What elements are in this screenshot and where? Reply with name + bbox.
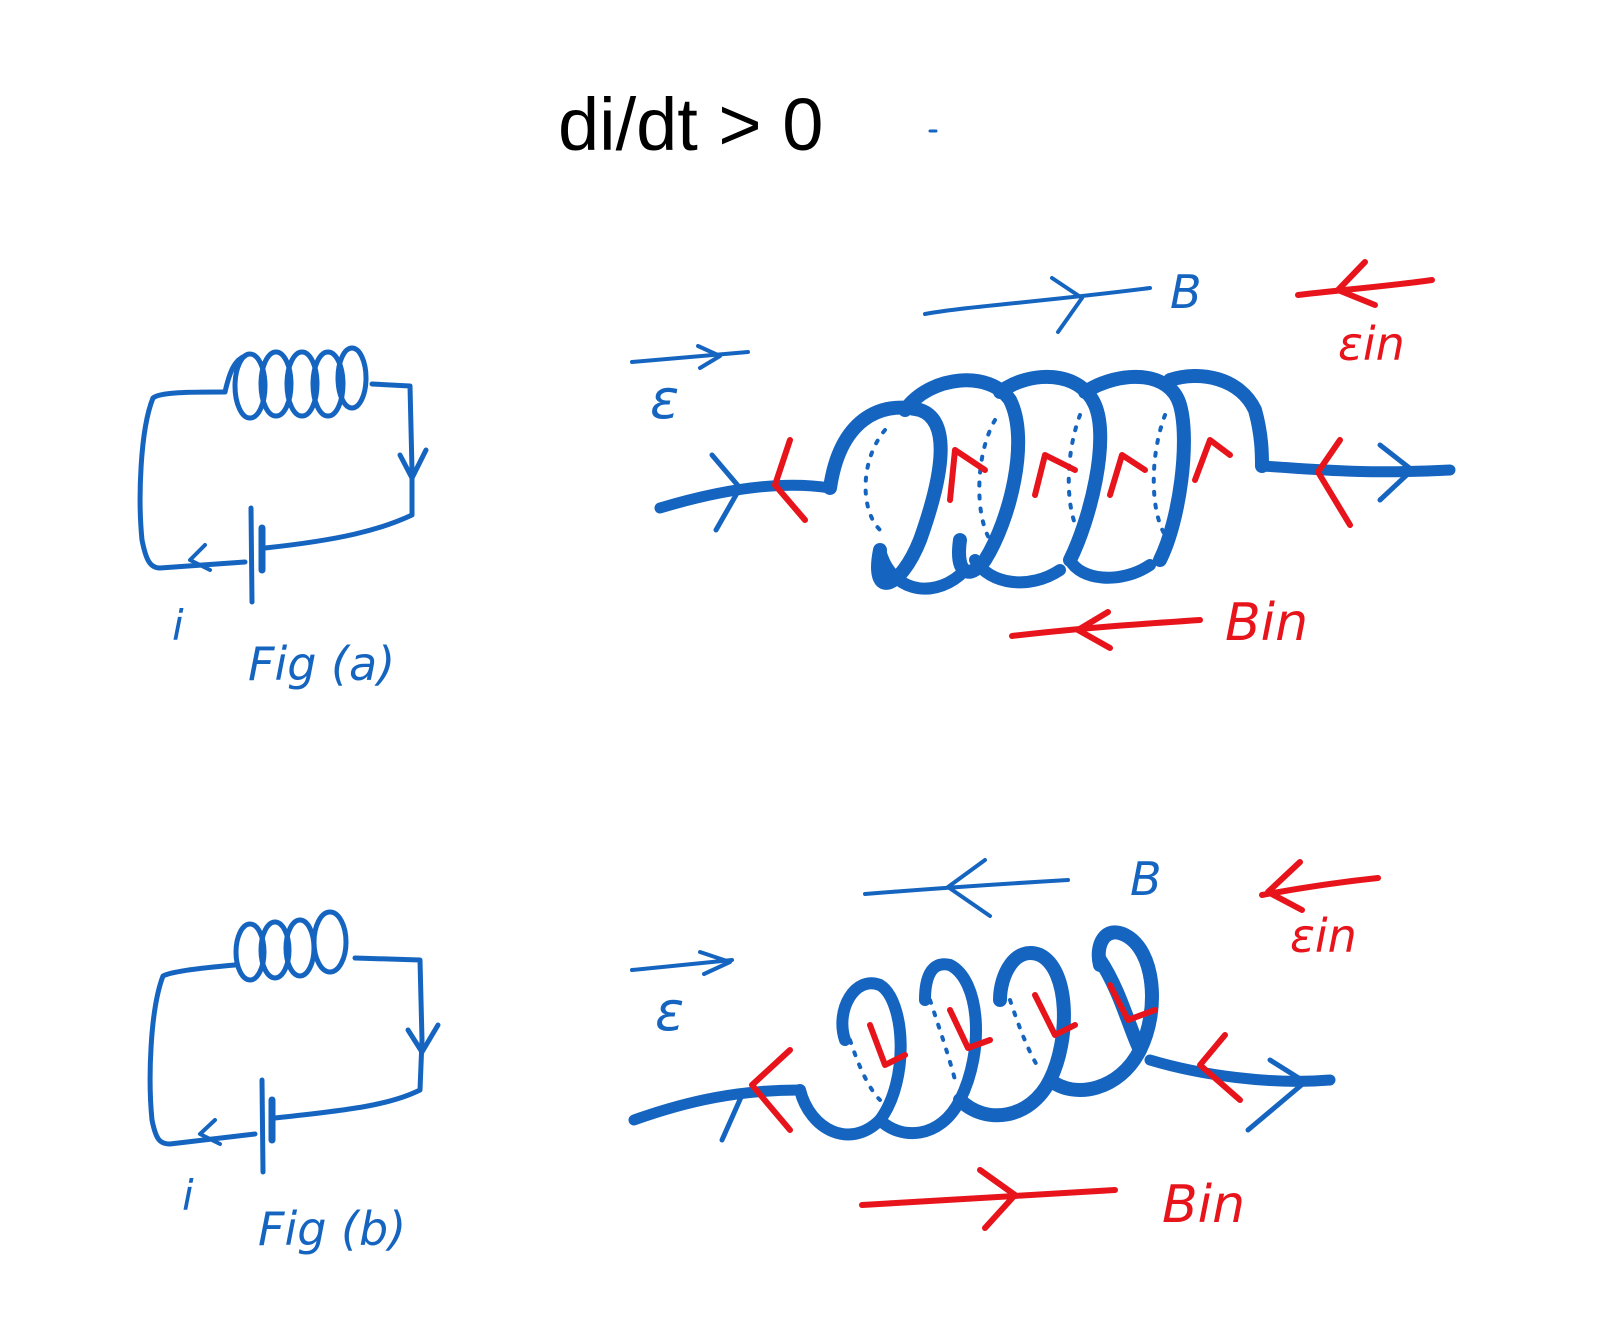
circuit-b-caption: Fig (b) [258, 1202, 406, 1256]
solenoid-b-b-arrowhead [946, 858, 992, 918]
solenoid-a-b-arrowhead [1050, 276, 1084, 334]
circuit-a-left-wire [137, 389, 248, 571]
circuit-a-caption: Fig (a) [248, 637, 395, 691]
solenoid-a-b-label: B [1170, 265, 1202, 319]
solenoid-b-induced-arrow-1 [867, 1022, 908, 1068]
solenoid-b-bin-label: Bin [1162, 1175, 1245, 1235]
solenoid-b-induced-arrow-3 [1032, 992, 1078, 1038]
solenoid-b-emf-label: ε [655, 980, 684, 1043]
solenoid-a-emf-label: ε [650, 368, 679, 431]
solenoid-a-emf-arrow-line [630, 350, 750, 364]
solenoid-a-left-lead [654, 479, 836, 514]
solenoid-a-emf-arrowhead [696, 344, 722, 370]
circuit-b-coil [233, 909, 349, 983]
solenoid-a-ein-label: εin [1338, 317, 1405, 371]
solenoid-a-induced-arrow-1 [947, 447, 988, 503]
circuit-a-bottom-arrow [188, 543, 212, 572]
solenoid-b-induced-arrow-right [1197, 1032, 1243, 1103]
solenoid-a-right-lead [1256, 460, 1456, 478]
solenoid-b-left-lead-tick [719, 1092, 745, 1143]
circuit-b-battery-long-plate [259, 1077, 266, 1175]
solenoid-b-b-label: B [1130, 852, 1162, 906]
circuit-a-current-label: i [172, 601, 184, 650]
solenoid-a-induced-arrow-3 [1107, 452, 1148, 498]
solenoid-a-induced-arrow-right [1315, 437, 1353, 528]
solenoid-a-induced-arrow-4 [1192, 437, 1233, 483]
solenoid-b-induced-arrow-2 [947, 1007, 993, 1051]
solenoid-b-emf-arrowhead [698, 950, 732, 976]
solenoid-b-ein-arrowhead [1265, 859, 1305, 913]
solenoid-b: ε B εin Bin [628, 852, 1381, 1235]
solenoid-b-bin-arrow-line [859, 1187, 1118, 1208]
solenoid-b-b-arrow-line [863, 878, 1070, 896]
circuit-a-coil [222, 345, 369, 421]
solenoid-a-ein-arrowhead [1335, 259, 1378, 308]
solenoid-b-right-lead [1144, 1054, 1336, 1087]
circuit-b-current-arrow [405, 1022, 441, 1055]
solenoid-a-bin-arrowhead [1075, 609, 1113, 651]
solenoid-a-induced-arrow-left [772, 437, 808, 523]
circuit-a-battery-long-plate [248, 505, 255, 605]
circuit-a-right-wire [262, 381, 415, 551]
circuit-b-left-wire [147, 962, 258, 1147]
solenoid-b-induced-arrow-4 [1107, 982, 1158, 1023]
circuit-a: i Fig (a) [137, 345, 429, 691]
solenoid-a-left-lead-arrow [709, 452, 743, 533]
solenoid-b-bin-arrowhead [977, 1167, 1018, 1231]
solenoid-b-induced-arrow-left [749, 1047, 793, 1133]
solenoid-b-emf-arrow-line [630, 958, 734, 972]
solenoid-b-ein-label: εin [1290, 909, 1357, 963]
circuit-b-right-wire [272, 955, 425, 1121]
solenoid-a-ein-arrow-line [1295, 277, 1435, 298]
solenoid-b-left-lead [628, 1084, 806, 1126]
circuit-b-current-label: i [182, 1171, 194, 1220]
solenoid-a-bin-label: Bin [1225, 593, 1308, 653]
solenoid-b-right-lead-arrow [1245, 1057, 1308, 1133]
solenoid-a-bin-arrow-line [1009, 617, 1203, 639]
solenoid-a-right-lead-arrow [1377, 442, 1415, 503]
circuit-a-current-arrow [397, 447, 429, 481]
solenoid-a: ε B εin [630, 259, 1456, 653]
circuit-b: i Fig (b) [147, 909, 441, 1256]
circuit-b-bottom-arrow [198, 1118, 222, 1146]
title-di-dt: di/dt > 0 [558, 83, 823, 166]
solenoid-a-b-arrow-line [923, 286, 1152, 316]
solenoid-a-induced-arrow-2 [1032, 452, 1078, 498]
